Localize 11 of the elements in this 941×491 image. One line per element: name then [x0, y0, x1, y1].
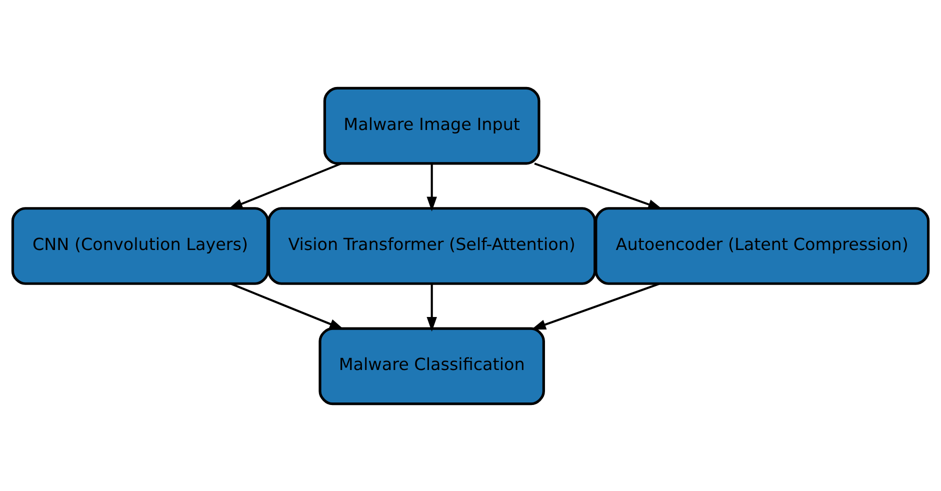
arrow	[531, 282, 660, 330]
arrow	[228, 162, 342, 209]
arrow	[230, 282, 344, 330]
node-box: Autoencoder (Latent Compression)	[594, 206, 930, 284]
arrow	[426, 283, 437, 332]
node-box: Vision Transformer (Self-Attention)	[267, 206, 596, 284]
arrow	[534, 162, 663, 209]
node-box: Malware Image Input	[323, 86, 540, 164]
node-box: CNN (Convolution Layers)	[11, 206, 270, 284]
node-box: Malware Classification	[318, 326, 545, 405]
arrow	[426, 163, 437, 211]
